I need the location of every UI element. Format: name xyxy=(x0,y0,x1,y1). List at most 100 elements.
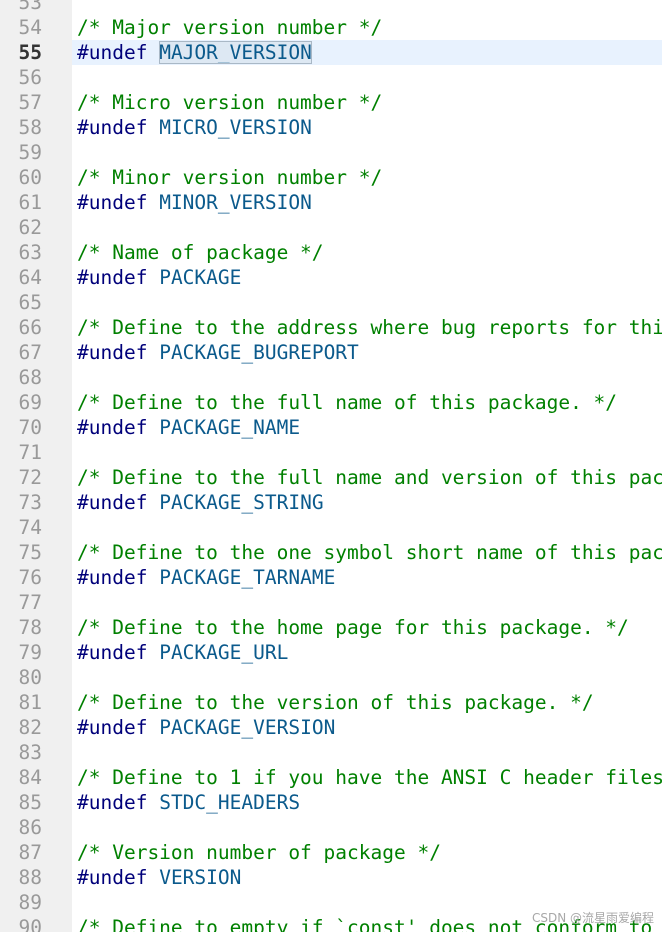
line-number: 70 xyxy=(18,416,42,439)
preprocessor-directive: #undef xyxy=(77,266,148,289)
line-content[interactable]: #undef STDC_HEADERS xyxy=(72,790,662,815)
watermark: CSDN @流星雨爱编程 xyxy=(531,911,654,925)
macro-name[interactable]: PACKAGE_STRING xyxy=(159,491,324,514)
code-line[interactable]: 53 xyxy=(0,0,662,15)
macro-name[interactable]: STDC_HEADERS xyxy=(159,791,301,814)
line-content[interactable]: #undef VERSION xyxy=(72,865,662,890)
code-line[interactable]: 87/* Version number of package */ xyxy=(0,840,662,865)
line-content[interactable]: /* Version number of package */ xyxy=(72,840,662,865)
macro-name[interactable]: VERSION xyxy=(159,866,242,889)
line-content[interactable]: /* Minor version number */ xyxy=(72,165,662,190)
line-number: 83 xyxy=(18,741,42,764)
code-line[interactable]: 74 xyxy=(0,515,662,540)
code-line[interactable]: 62 xyxy=(0,215,662,240)
line-content[interactable]: /* Major version number */ xyxy=(72,15,662,40)
line-number: 56 xyxy=(18,66,42,89)
line-content[interactable]: /* Micro version number */ xyxy=(72,90,662,115)
selected-macro-name[interactable]: MAJOR_VERSION xyxy=(159,41,312,64)
line-number: 60 xyxy=(18,166,42,189)
code-line[interactable]: 59 xyxy=(0,140,662,165)
line-number: 63 xyxy=(18,241,42,264)
preprocessor-directive: #undef xyxy=(77,716,148,739)
preprocessor-directive: #undef xyxy=(77,566,148,589)
line-content[interactable]: /* Define to the one symbol short name o… xyxy=(72,540,662,565)
line-content[interactable]: #undef PACKAGE_NAME xyxy=(72,415,662,440)
line-content[interactable]: /* Define to the address where bug repor… xyxy=(72,315,662,340)
code-line[interactable]: 58#undef MICRO_VERSION xyxy=(0,115,662,140)
macro-name[interactable]: MINOR_VERSION xyxy=(159,191,312,214)
line-number: 81 xyxy=(18,691,42,714)
code-line[interactable]: 70 #undef PACKAGE_NAME xyxy=(0,415,662,440)
code-line[interactable]: 77 xyxy=(0,590,662,615)
line-number: 88 xyxy=(18,866,42,889)
code-line[interactable]: 66/* Define to the address where bug rep… xyxy=(0,315,662,340)
macro-name[interactable]: PACKAGE_VERSION xyxy=(159,716,336,739)
code-line[interactable]: 84/* Define to 1 if you have the ANSI C … xyxy=(0,765,662,790)
line-content[interactable]: #undef PACKAGE_URL xyxy=(72,640,662,665)
code-line[interactable]: 61#undef MINOR_VERSION xyxy=(0,190,662,215)
comment-text: /* Major version number */ xyxy=(77,16,383,39)
code-line[interactable]: 57/* Micro version number */ xyxy=(0,90,662,115)
code-line[interactable]: 90/* Define to empty if `const' does not… xyxy=(0,915,662,932)
code-line[interactable]: 86 xyxy=(0,815,662,840)
code-line[interactable]: 80 xyxy=(0,665,662,690)
code-line[interactable]: 89 xyxy=(0,890,662,915)
line-content[interactable]: #undef MINOR_VERSION xyxy=(72,190,662,215)
line-number: 69 xyxy=(18,391,42,414)
code-line[interactable]: 82#undef PACKAGE_VERSION xyxy=(0,715,662,740)
line-number: 55 xyxy=(18,41,42,64)
code-line[interactable]: 83 xyxy=(0,740,662,765)
code-line[interactable]: 75/* Define to the one symbol short name… xyxy=(0,540,662,565)
macro-name[interactable]: PACKAGE_BUGREPORT xyxy=(159,341,359,364)
code-line[interactable]: 54/* Major version number */ xyxy=(0,15,662,40)
line-content[interactable]: #undef PACKAGE_VERSION xyxy=(72,715,662,740)
code-line[interactable]: 78/* Define to the home page for this pa… xyxy=(0,615,662,640)
line-content[interactable]: #undef PACKAGE xyxy=(72,265,662,290)
line-number: 53 xyxy=(18,0,42,14)
line-content[interactable]: /* Define to the home page for this pack… xyxy=(72,615,662,640)
code-line[interactable]: 65 xyxy=(0,290,662,315)
line-content[interactable]: /* Define to the full name and version o… xyxy=(72,465,662,490)
code-line[interactable]: 56 xyxy=(0,65,662,90)
code-line[interactable]: 76#undef PACKAGE_TARNAME xyxy=(0,565,662,590)
code-line[interactable]: 88 #undef VERSION xyxy=(0,865,662,890)
line-content[interactable]: #undef PACKAGE_TARNAME xyxy=(72,565,662,590)
line-content[interactable]: #undef PACKAGE_STRING xyxy=(72,490,662,515)
code-line[interactable]: 79#undef PACKAGE_URL xyxy=(0,640,662,665)
code-line[interactable]: 60 /* Minor version number */ xyxy=(0,165,662,190)
code-line[interactable]: 68 xyxy=(0,365,662,390)
comment-text: /* Minor version number */ xyxy=(77,166,383,189)
preprocessor-directive: #undef xyxy=(77,341,148,364)
code-line[interactable]: 67#undef PACKAGE_BUGREPORT xyxy=(0,340,662,365)
macro-name[interactable]: PACKAGE_URL xyxy=(159,641,289,664)
code-line[interactable]: 55 #undef MAJOR_VERSION xyxy=(0,40,662,65)
line-content[interactable]: #undef MAJOR_VERSION xyxy=(72,40,662,65)
comment-text: /* Define to the address where bug repor… xyxy=(77,316,662,339)
line-number: 86 xyxy=(18,816,42,839)
code-line[interactable]: 73#undef PACKAGE_STRING xyxy=(0,490,662,515)
code-line[interactable]: 72/* Define to the full name and version… xyxy=(0,465,662,490)
preprocessor-directive: #undef xyxy=(77,791,148,814)
code-line[interactable]: 64#undef PACKAGE xyxy=(0,265,662,290)
code-line[interactable]: 63 /* Name of package */ xyxy=(0,240,662,265)
macro-name[interactable]: PACKAGE_TARNAME xyxy=(159,566,336,589)
line-content[interactable]: #undef PACKAGE_BUGREPORT xyxy=(72,340,662,365)
line-content[interactable]: /* Define to the full name of this packa… xyxy=(72,390,662,415)
macro-name[interactable]: MICRO_VERSION xyxy=(159,116,312,139)
line-content[interactable]: #undef MICRO_VERSION xyxy=(72,115,662,140)
code-line[interactable]: 71 xyxy=(0,440,662,465)
line-content[interactable]: /* Define to empty if `const' does not c… xyxy=(72,915,662,932)
line-content[interactable]: /* Define to the version of this package… xyxy=(72,690,662,715)
line-number: 89 xyxy=(18,891,42,914)
code-line[interactable]: 69 /* Define to the full name of this pac… xyxy=(0,390,662,415)
macro-name[interactable]: PACKAGE xyxy=(159,266,242,289)
comment-text: /* Define to 1 if you have the ANSI C he… xyxy=(77,766,662,789)
line-content[interactable]: /* Define to 1 if you have the ANSI C he… xyxy=(72,765,662,790)
macro-name[interactable]: PACKAGE_NAME xyxy=(159,416,301,439)
code-line[interactable]: 81 /* Define to the version of this packa… xyxy=(0,690,662,715)
line-content[interactable]: /* Name of package */ xyxy=(72,240,662,265)
comment-text: /* Micro version number */ xyxy=(77,91,383,114)
code-line[interactable]: 85#undef STDC_HEADERS xyxy=(0,790,662,815)
